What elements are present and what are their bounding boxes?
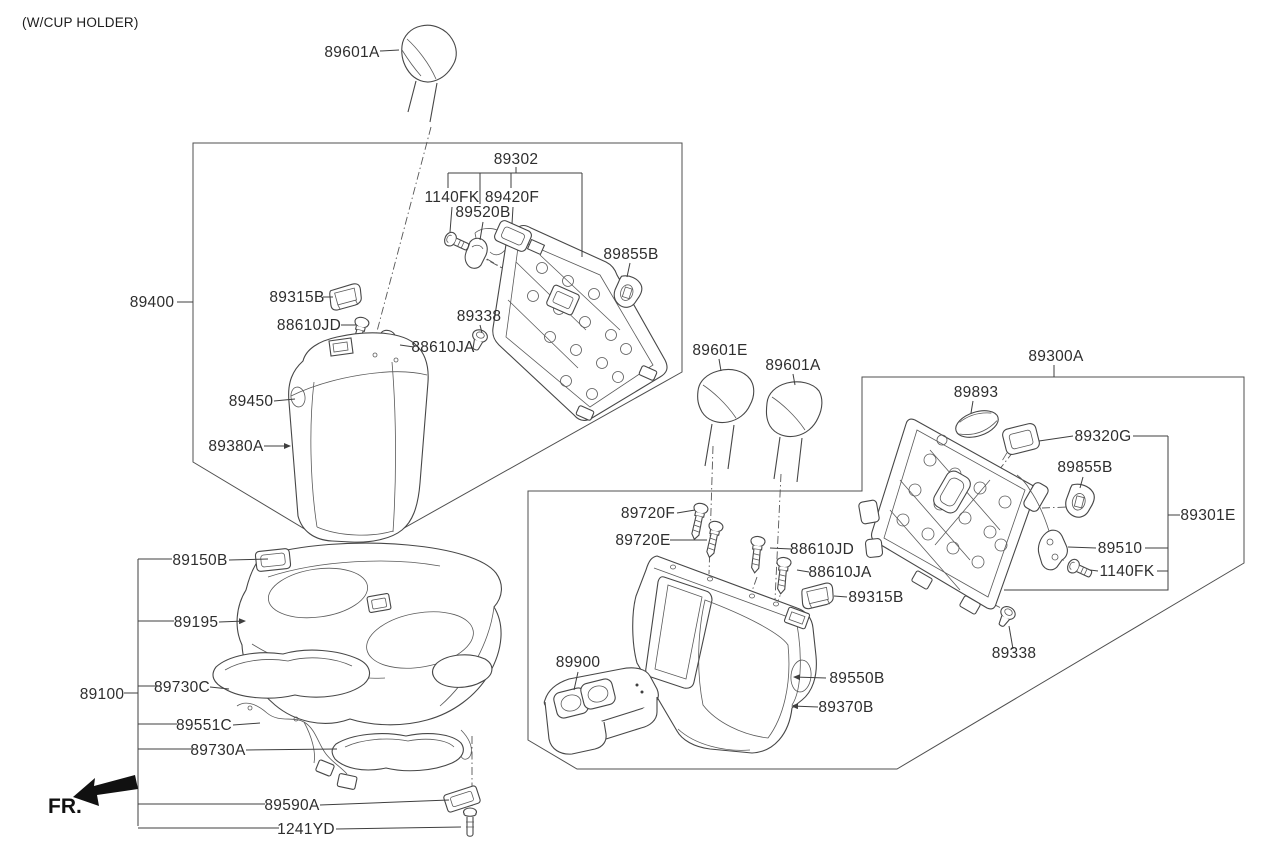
callout-89720f: 89720F [621,505,675,522]
seatback-frame-89302-drawing [492,224,668,421]
callout-89315b-left: 89315B [269,289,324,306]
latch-89420f [489,220,532,256]
switch-89320g-drawing [1002,422,1040,461]
callout-89590a: 89590A [264,797,320,814]
callout-89551c: 89551C [176,717,232,734]
fr-label: FR. [48,795,82,818]
heater-pad-89730a-drawing [331,733,464,772]
callout-88610ja-left: 88610JA [411,339,475,356]
diagram-note: (W/CUP HOLDER) [22,15,139,30]
grommet-89338-right [993,603,1019,630]
callout-89520b: 89520B [455,204,510,221]
callout-89302: 89302 [494,151,539,168]
armrest-89900-drawing [543,667,659,755]
seatback-frame-89300a-drawing [858,418,1049,615]
heater-pad-89730c-drawing [212,649,493,699]
headrest-top-drawing [401,24,457,123]
callout-89601e: 89601E [692,342,747,359]
headrest-guide-89720e [701,519,725,560]
callout-88610jd-left: 88610JD [277,317,341,334]
seatback-cushion-89370b-drawing [632,555,817,754]
callout-89338-left: 89338 [457,308,502,325]
callout-89550b: 89550B [829,670,884,687]
latch-89510-drawing [1016,474,1068,571]
callout-89400: 89400 [130,294,175,311]
callout-89855b-right: 89855B [1057,459,1112,476]
callout-89320g: 89320G [1075,428,1132,445]
bolt-1140fk-right [1064,556,1095,582]
callout-89900: 89900 [556,654,601,671]
callout-89100: 89100 [80,686,125,703]
callout-89195: 89195 [174,614,219,631]
callout-89370b: 89370B [818,699,873,716]
leader-lines [124,49,1180,830]
screw-1241yd-drawing [462,807,478,837]
headrest-89601e-drawing [697,368,755,470]
pad-89893-drawing [955,410,999,438]
headrest-89601a-mid-drawing [765,381,823,483]
clip-89315b-right [800,582,835,610]
fr-direction-indicator: FR. [48,775,138,818]
callout-1140fk-right: 1140FK [1100,563,1155,580]
group-box-89300a [527,376,1245,770]
callout-89380a: 89380A [208,438,264,455]
callout-89855b-left: 89855B [603,246,658,263]
callout-89150b: 89150B [172,552,227,569]
callout-89730a: 89730A [190,742,246,759]
bolt-88610jd-right [747,535,766,575]
callout-89301e: 89301E [1180,507,1235,524]
headrest-guide-89720f [686,501,710,542]
callout-88610jd-right: 88610JD [790,541,854,558]
callout-89720e: 89720E [615,532,670,549]
callout-89601a-mid: 89601A [765,357,821,374]
wiring-harness-89551c-drawing [236,702,358,790]
callout-89338-right: 89338 [992,645,1037,662]
callout-88610ja-right: 88610JA [808,564,872,581]
callout-89300a: 89300A [1028,348,1084,365]
clip-89315b-left [328,282,363,312]
callout-1241yd: 1241YD [277,821,335,838]
callout-89450: 89450 [229,393,274,410]
callout-89510: 89510 [1098,540,1143,557]
callout-89420f: 89420F [485,189,539,206]
callout-89893: 89893 [954,384,999,401]
callout-89601a-top: 89601A [324,44,380,61]
callout-89315b-right: 89315B [848,589,903,606]
mounting-bracket-89590a-drawing [443,729,481,813]
callout-89730c: 89730C [154,679,210,696]
seatback-cushion-89380a-drawing [288,332,429,543]
fr-arrow-icon [73,775,138,806]
callout-1140fk-left: 1140FK [425,189,480,206]
